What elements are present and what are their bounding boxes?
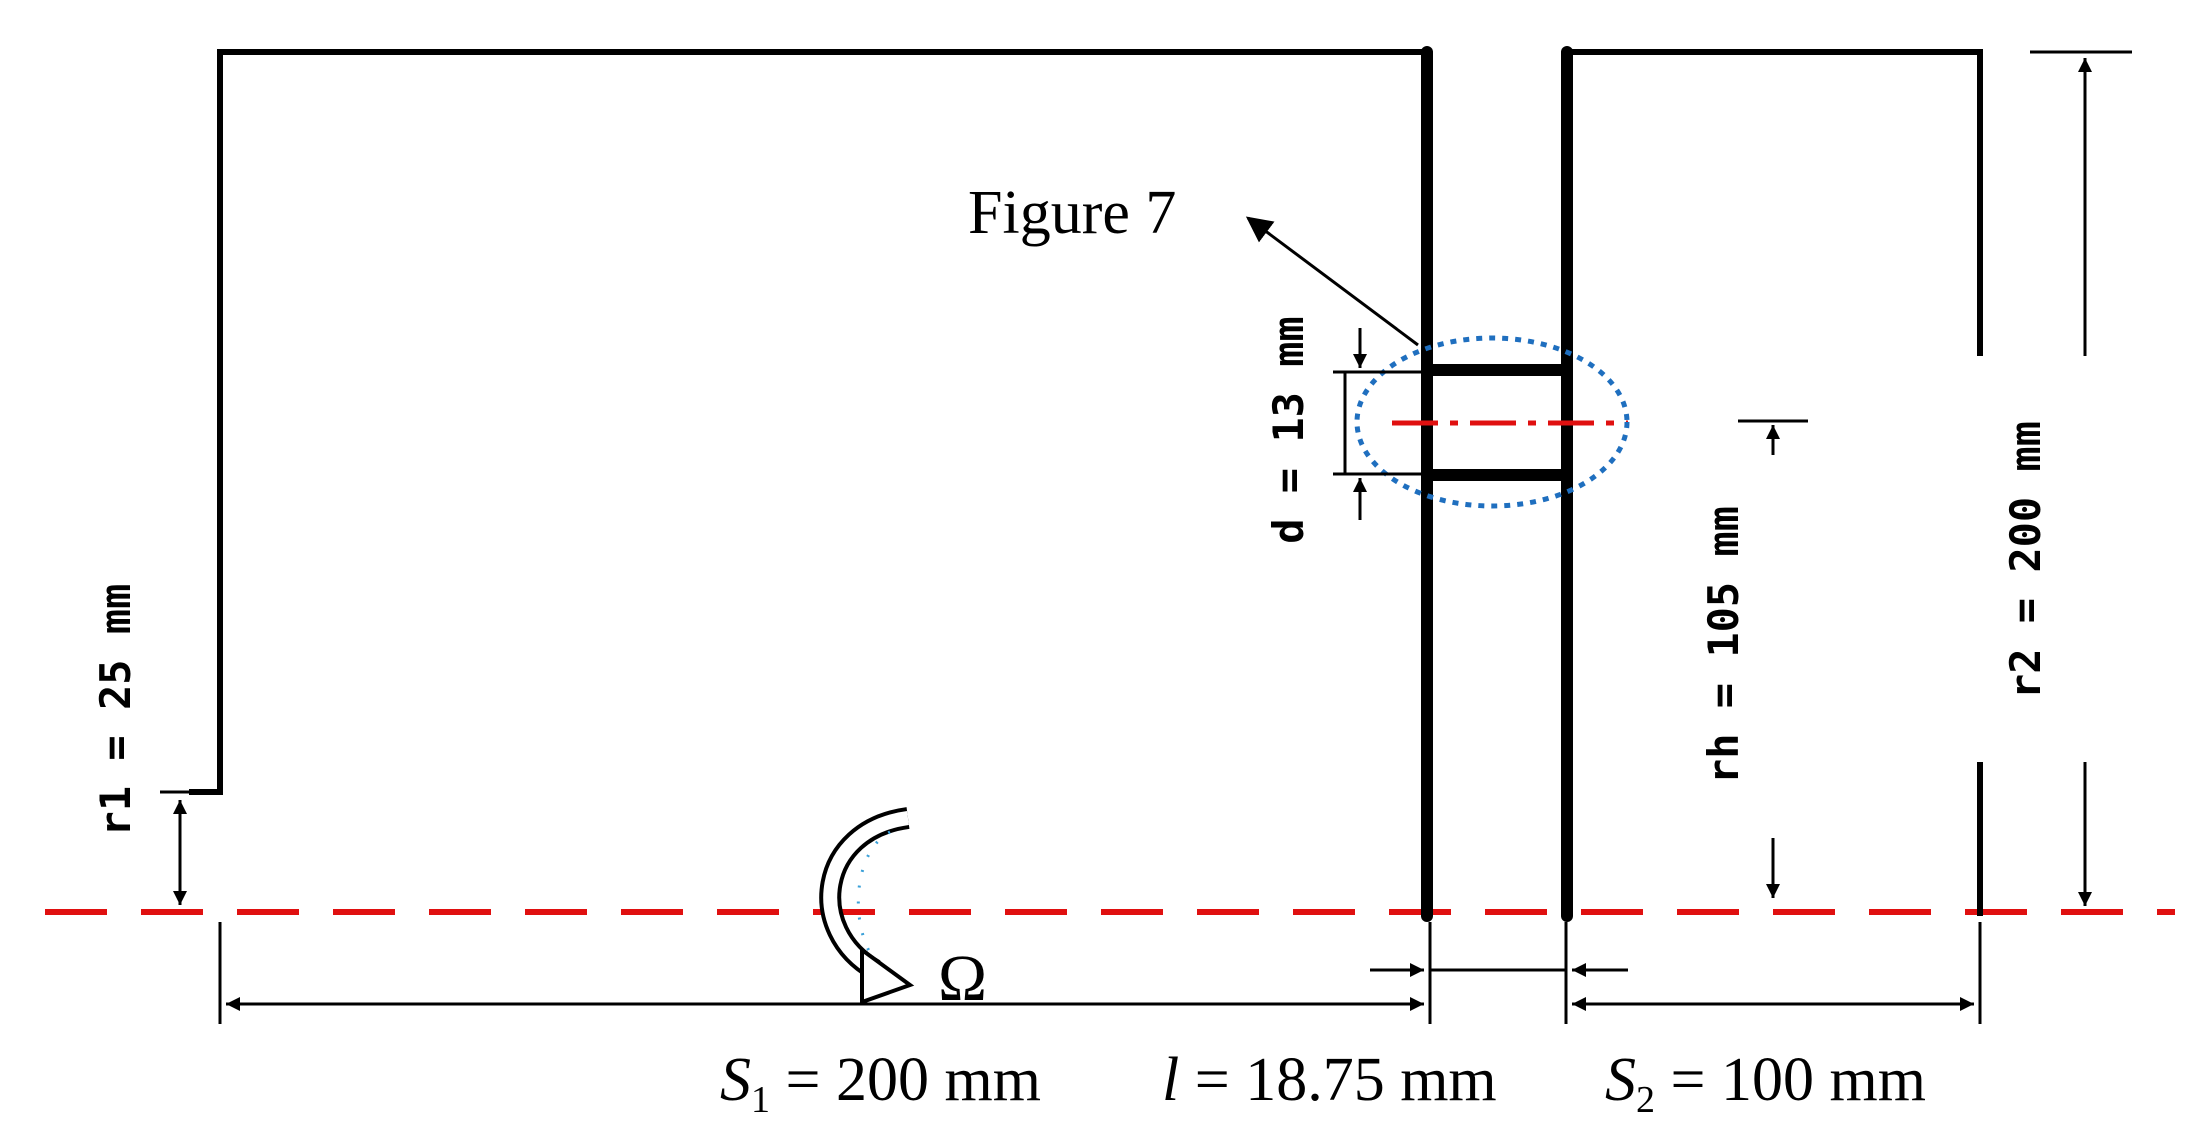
s2-label: S2 = 100 mm bbox=[1605, 1046, 1926, 1121]
s1-sub: 1 bbox=[751, 1079, 770, 1121]
r2-dimension-label: r2 = 200 mm bbox=[2001, 421, 2050, 699]
figure-ref-label: Figure 7 bbox=[968, 179, 1176, 247]
hole-highlight-ellipse bbox=[1354, 335, 1630, 509]
s1-var: S bbox=[720, 1046, 751, 1114]
rotation-symbol: Ω bbox=[938, 942, 987, 1015]
s2-sub: 2 bbox=[1636, 1079, 1655, 1121]
r1-dimension-label: r1 = 25 mm bbox=[91, 584, 140, 837]
s2-var: S bbox=[1605, 1046, 1636, 1114]
rotation-arrow-icon bbox=[819, 807, 915, 1005]
right-cavity-outline bbox=[1567, 49, 1983, 356]
l-value: = 18.75 mm bbox=[1179, 1046, 1496, 1114]
l-label: l = 18.75 mm bbox=[1162, 1046, 1497, 1114]
rh-dimension-label: rh = 105 mm bbox=[1699, 506, 1748, 784]
d-dimension-label: d = 13 mm bbox=[1264, 316, 1313, 544]
l-var: l bbox=[1162, 1046, 1179, 1114]
left-cavity-outline bbox=[189, 49, 1427, 795]
s1-value: = 200 mm bbox=[770, 1046, 1041, 1114]
figure-ref-leader bbox=[1245, 216, 1419, 347]
s1-label: S1 = 200 mm bbox=[720, 1046, 1041, 1121]
s2-value: = 100 mm bbox=[1655, 1046, 1926, 1114]
